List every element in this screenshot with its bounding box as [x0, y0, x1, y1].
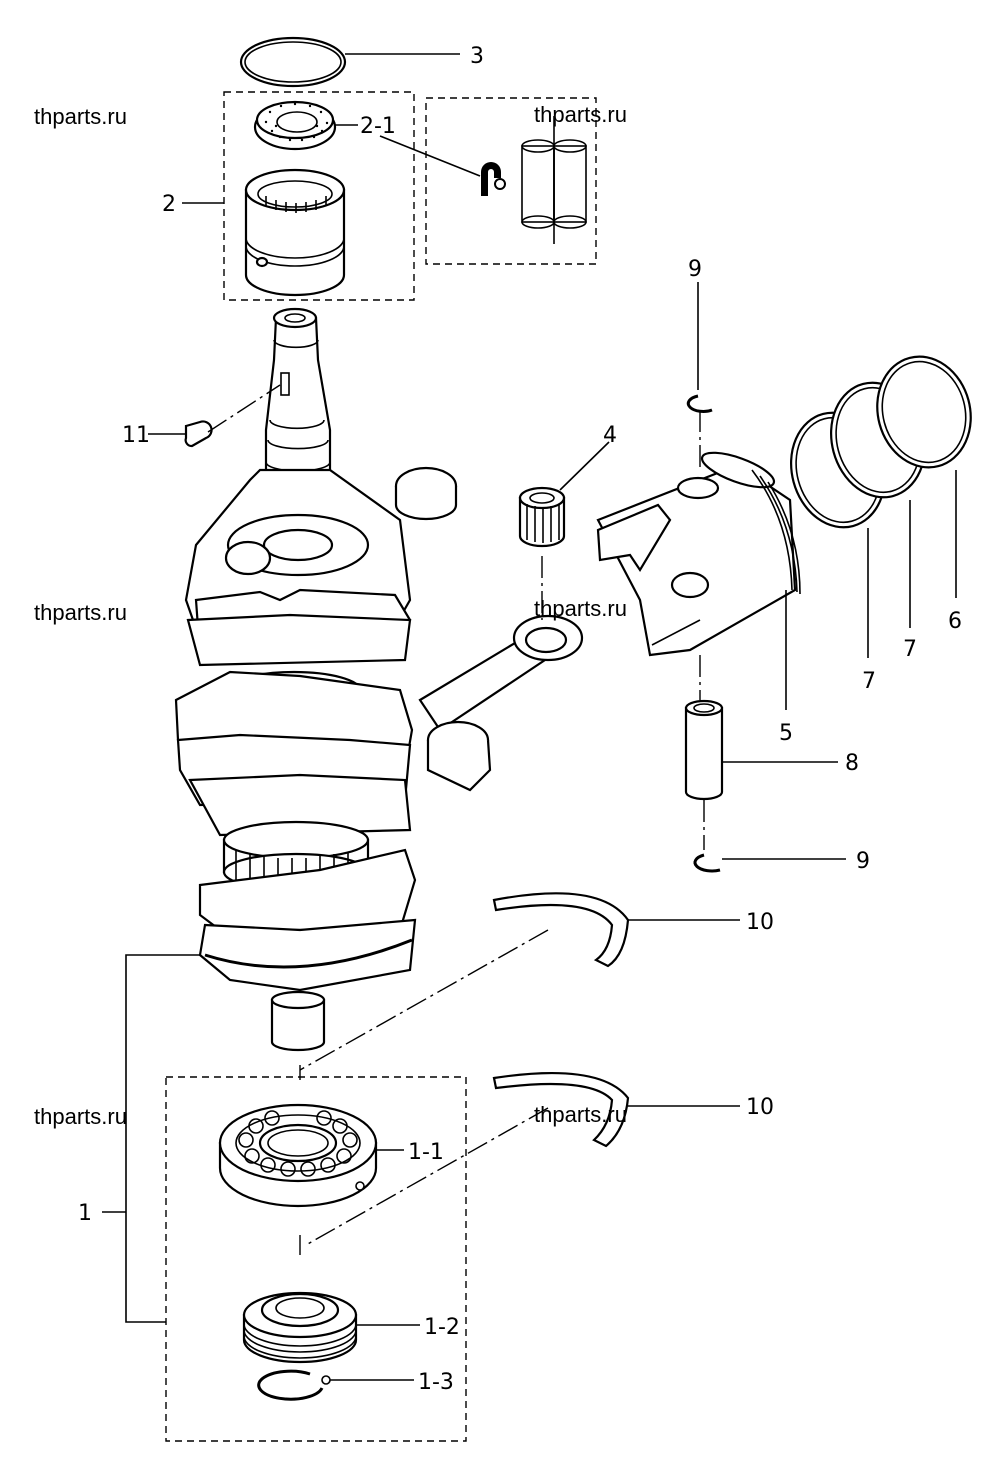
watermark: thparts.ru — [534, 1102, 627, 1127]
callout-3: 3 — [470, 44, 484, 69]
kit-2-box — [223, 91, 415, 301]
callout-10-upper: 10 — [746, 910, 774, 935]
callout-8: 8 — [845, 751, 859, 776]
washer-alignment-upper — [299, 929, 549, 1071]
callout-4: 4 — [603, 423, 617, 448]
callout-1-2: 1-2 — [424, 1315, 460, 1340]
callout-9-bottom: 9 — [856, 849, 870, 874]
circlip-9-upper — [686, 394, 713, 413]
washer-alignment-lower — [305, 1107, 549, 1246]
grease-tube-icon — [481, 116, 587, 244]
thrust-washer-10-lower — [492, 1071, 630, 1148]
leader-lines — [102, 53, 957, 1381]
callout-2-1: 2-1 — [360, 114, 396, 139]
callout-9-top: 9 — [688, 257, 702, 282]
piston-ring-6 — [876, 355, 972, 469]
key-alignment-line — [207, 384, 281, 433]
piston-pin-8 — [684, 699, 724, 801]
callout-11: 11 — [122, 423, 150, 448]
watermark: thparts.ru — [34, 600, 127, 625]
callout-5: 5 — [779, 721, 793, 746]
grease-inset-box — [425, 97, 597, 265]
ball-bearing-1-1 — [218, 1103, 378, 1208]
snap-ring-1-3 — [257, 1369, 324, 1401]
needle-bearing-4 — [518, 486, 566, 548]
callout-1: 1 — [78, 1201, 92, 1226]
thrust-washer-10-upper — [492, 892, 630, 968]
callout-6: 6 — [948, 609, 962, 634]
watermark: thparts.ru — [34, 1104, 127, 1129]
woodruff-key-11 — [184, 420, 213, 448]
seal-housing-1-2 — [242, 1291, 358, 1364]
callout-2: 2 — [162, 192, 176, 217]
oil-seal-2-1 — [253, 100, 337, 151]
snap-ring-eye — [321, 1375, 331, 1385]
callout-1-3: 1-3 — [418, 1370, 454, 1395]
bearing-housing-2 — [244, 168, 346, 297]
watermark: thparts.ru — [534, 596, 627, 621]
callout-7-a: 7 — [862, 669, 876, 694]
callout-7-b: 7 — [903, 637, 917, 662]
watermark: thparts.ru — [34, 104, 127, 129]
callout-1-1: 1-1 — [408, 1140, 444, 1165]
watermark: thparts.ru — [534, 102, 627, 127]
crankshaft — [174, 307, 458, 1052]
kit-1-box — [165, 1076, 467, 1442]
connecting-rod — [418, 614, 584, 792]
callout-10-lower: 10 — [746, 1095, 774, 1120]
piston-5 — [596, 451, 801, 657]
circlip-9-lower — [693, 853, 721, 873]
o-ring-3 — [239, 36, 347, 88]
